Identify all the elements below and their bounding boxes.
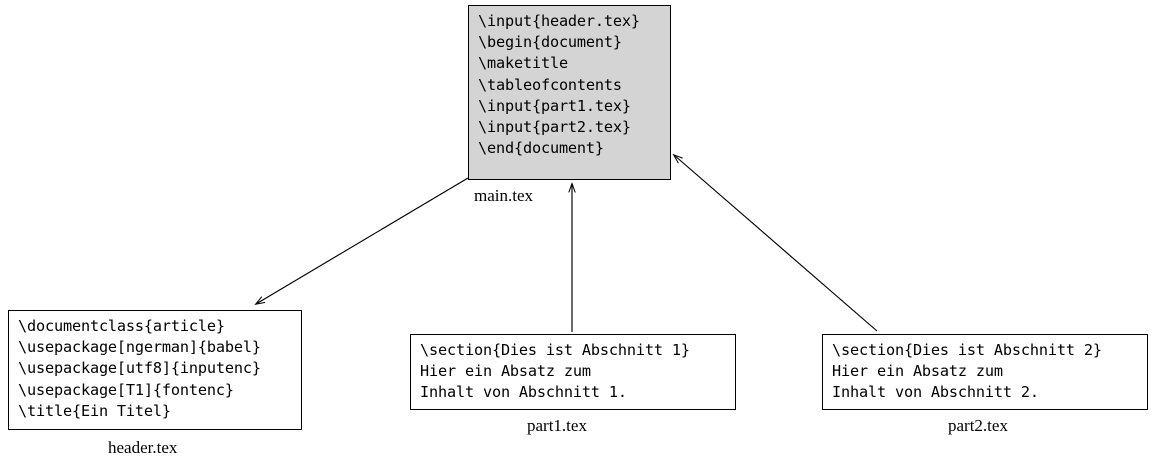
node-header-tex[interactable]: \documentclass{article} \usepackage[nger… <box>8 310 302 430</box>
node-part1-tex-caption: part1.tex <box>527 416 587 435</box>
edge-main-to-header <box>256 177 469 304</box>
node-header-tex-caption: header.tex <box>108 438 178 457</box>
node-main-tex[interactable]: \input{header.tex} \begin{document} \mak… <box>468 5 671 180</box>
node-main-tex-caption: main.tex <box>474 186 534 205</box>
node-part1-tex[interactable]: \section{Dies ist Abschnitt 1} Hier ein … <box>410 334 736 410</box>
node-part2-tex-caption: part2.tex <box>948 416 1008 435</box>
edge-part2-to-main <box>674 155 878 332</box>
node-main-tex-code: \input{header.tex} \begin{document} \mak… <box>478 12 640 158</box>
node-header-tex-code: \documentclass{article} \usepackage[nger… <box>18 317 261 420</box>
node-part2-tex[interactable]: \section{Dies ist Abschnitt 2} Hier ein … <box>822 334 1148 410</box>
node-part2-tex-code: \section{Dies ist Abschnitt 2} Hier ein … <box>832 341 1102 402</box>
node-part1-tex-code: \section{Dies ist Abschnitt 1} Hier ein … <box>420 341 690 402</box>
